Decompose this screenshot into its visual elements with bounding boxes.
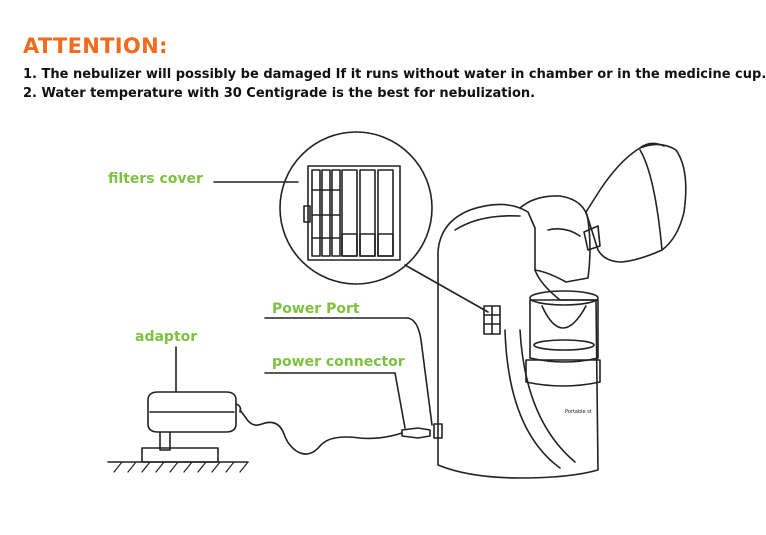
medicine-chamber bbox=[529, 299, 599, 363]
cup-water bbox=[533, 339, 595, 351]
adaptor-body bbox=[147, 391, 237, 433]
body-inner-curve bbox=[519, 329, 576, 463]
face-mask bbox=[585, 143, 687, 263]
neck-inner bbox=[547, 228, 581, 237]
note-2: 2. Water temperature with 30 Centigrade … bbox=[23, 86, 536, 101]
power-connector-plug bbox=[401, 427, 431, 439]
filter-slots-detail bbox=[303, 165, 401, 261]
neck-connector bbox=[583, 225, 601, 251]
power-port-leader-drop bbox=[407, 317, 433, 426]
chamber-base bbox=[525, 359, 601, 387]
power-connector-label: power connector bbox=[272, 354, 405, 370]
device-filter bbox=[483, 305, 501, 335]
cup-top bbox=[529, 290, 599, 306]
magnifier-circle bbox=[279, 131, 433, 285]
attention-title: ATTENTION: bbox=[23, 34, 168, 58]
cup-bowl bbox=[541, 305, 587, 329]
adaptor-cable-exit bbox=[235, 403, 242, 413]
note-1: 1. The nebulizer will possibly be damage… bbox=[23, 67, 766, 82]
nebulizer-neck bbox=[519, 195, 591, 283]
power-port-label: Power Port bbox=[272, 301, 360, 317]
power-cable bbox=[239, 409, 403, 455]
power-port-socket bbox=[433, 423, 443, 439]
adaptor-label: adaptor bbox=[135, 329, 198, 345]
filters-cover-label: filters cover bbox=[108, 171, 203, 187]
body-top-rim bbox=[454, 214, 521, 231]
ground-block bbox=[141, 447, 219, 463]
power-connector-leader-drop bbox=[394, 372, 406, 429]
ground-hatching bbox=[113, 461, 249, 473]
mask-nose bbox=[639, 142, 665, 149]
nebulizer-diagram: Portable st bbox=[107, 131, 687, 479]
magnifier-line bbox=[404, 264, 489, 313]
adaptor-prong bbox=[159, 431, 171, 451]
body-front-curve bbox=[504, 329, 561, 469]
mask-ridge bbox=[639, 149, 663, 251]
device-brand-text: Portable st bbox=[565, 409, 592, 415]
nebulizer-body bbox=[437, 203, 599, 479]
